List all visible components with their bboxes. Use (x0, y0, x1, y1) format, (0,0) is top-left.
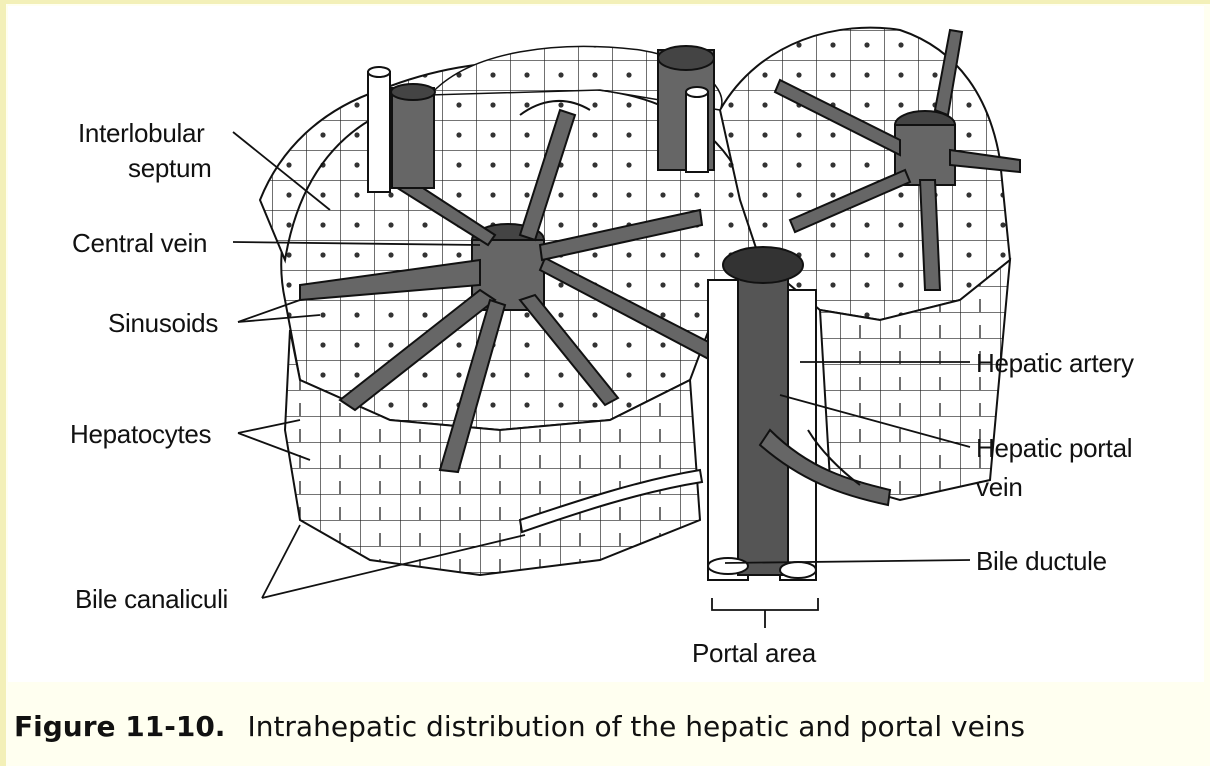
figure-number: Figure 11-10. (14, 710, 225, 743)
label-hepatocytes: Hepatocytes (70, 419, 211, 450)
caption-text: Intrahepatic distribution of the hepatic… (247, 710, 1025, 743)
label-bile-ductule: Bile ductule (976, 546, 1107, 577)
label-hepatic-portal-vein: Hepatic portal (976, 433, 1132, 464)
label-sinusoids: Sinusoids (108, 308, 218, 339)
label-interlobular-septum-line2: septum (128, 153, 211, 184)
label-portal-area: Portal area (692, 638, 816, 669)
label-central-vein: Central vein (72, 228, 207, 259)
label-interlobular-septum: Interlobular (78, 118, 204, 149)
figure-caption: Figure 11-10. Intrahepatic distribution o… (14, 710, 1204, 743)
label-bile-canaliculi: Bile canaliculi (75, 584, 228, 615)
label-hepatic-portal-vein-line2: vein (976, 472, 1023, 503)
label-hepatic-artery: Hepatic artery (976, 348, 1134, 379)
